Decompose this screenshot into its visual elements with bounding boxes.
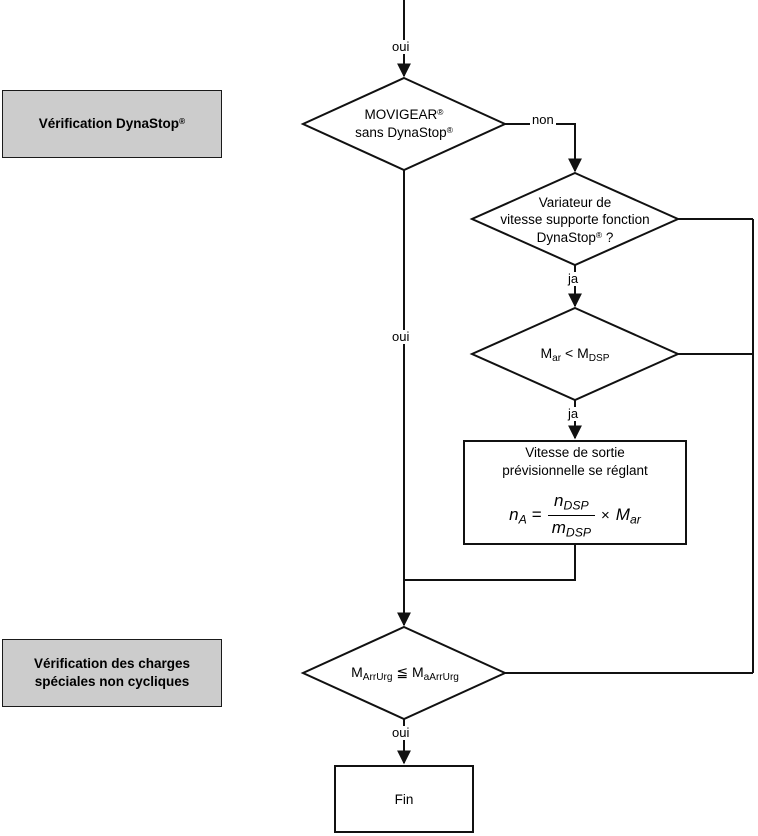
node-decision-variateur-shape	[469, 171, 681, 267]
edge-label-mar-ja: ja	[566, 406, 581, 422]
edge-movigear-non	[505, 123, 582, 173]
edge-process-to-merge	[404, 545, 576, 581]
terminator-fin-label: Fin	[394, 791, 414, 807]
edge-label-movigear-non: non	[530, 112, 556, 128]
section-label-dynastop: Vérification DynaStop®	[2, 90, 222, 158]
edge-label-top-oui: oui	[390, 39, 412, 55]
section-label-dynastop-text: Vérification DynaStop®	[38, 115, 186, 131]
node-decision-arrurg-shape	[300, 625, 508, 721]
node-decision-movigear-shape	[300, 76, 508, 172]
process-formula: nA = nDSP mDSP × Mar	[509, 491, 641, 540]
edge-label-movigear-oui: oui	[390, 329, 412, 345]
node-terminator-fin: Fin	[334, 765, 474, 833]
edge-label-arrurg-oui: oui	[390, 725, 412, 741]
edge-label-variateur-ja: ja	[566, 271, 581, 287]
node-decision-mar-shape	[469, 306, 681, 402]
